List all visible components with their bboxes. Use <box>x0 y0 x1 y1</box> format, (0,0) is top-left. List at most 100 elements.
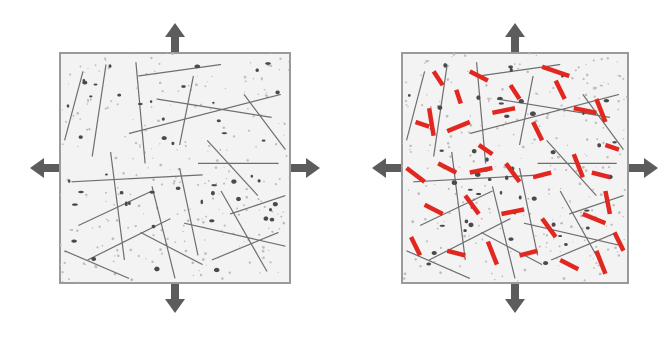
sand-grain <box>535 54 537 57</box>
steel-fiber <box>87 218 171 261</box>
aggregate-particle <box>78 135 83 139</box>
sand-grain <box>595 166 597 168</box>
sand-grain <box>113 203 116 206</box>
sand-grain <box>549 91 551 93</box>
sand-grain <box>265 94 269 98</box>
sand-grain <box>204 239 206 241</box>
highlighted-fiber-segment <box>469 165 493 175</box>
sand-grain <box>288 176 290 179</box>
sand-grain <box>439 271 442 275</box>
sand-grain <box>460 131 463 134</box>
aggregate-particle <box>211 184 218 187</box>
sand-grain <box>585 63 587 66</box>
sand-grain <box>566 144 569 146</box>
sand-grain <box>94 64 97 67</box>
aggregate-particle <box>213 267 220 273</box>
sand-grain <box>69 73 72 76</box>
steel-fiber <box>206 139 259 197</box>
sand-grain <box>592 59 595 62</box>
sand-grain <box>462 201 465 204</box>
sand-grain <box>513 63 516 65</box>
sand-grain <box>612 204 615 207</box>
sand-grain <box>86 128 89 131</box>
sand-grain <box>572 241 574 243</box>
sand-grain <box>623 129 625 131</box>
highlighted-fiber-segment <box>612 231 626 252</box>
sand-grain <box>402 177 404 180</box>
sand-grain <box>528 53 531 55</box>
sand-grain <box>135 174 138 177</box>
sand-grain <box>489 97 492 100</box>
sand-grain <box>117 254 120 258</box>
sand-grain <box>268 227 270 229</box>
highlighted-fiber-segment <box>414 119 430 129</box>
sand-grain <box>139 145 141 148</box>
sand-grain <box>202 221 205 224</box>
sand-grain <box>555 136 558 140</box>
sand-grain <box>565 169 568 172</box>
sand-grain <box>616 251 619 253</box>
aggregate-particle <box>175 186 181 191</box>
sand-grain <box>122 172 125 175</box>
sand-grain <box>260 77 264 80</box>
aggregate-particle <box>498 102 504 105</box>
aggregate-particle <box>212 101 215 104</box>
sand-grain <box>269 64 273 67</box>
sand-grain <box>584 169 588 172</box>
sand-grain <box>208 144 211 148</box>
sand-grain <box>436 227 439 230</box>
aggregate-particle <box>210 191 215 196</box>
sand-grain <box>288 61 290 63</box>
sand-grain <box>87 98 89 101</box>
aggregate-particle <box>509 68 513 72</box>
sand-grain <box>129 248 133 252</box>
sand-grain <box>258 233 261 236</box>
sand-grain <box>151 260 154 264</box>
sand-grain <box>601 84 603 87</box>
aggregate-particle <box>463 229 467 233</box>
sand-grain <box>602 141 605 145</box>
sand-grain <box>278 69 281 71</box>
sand-grain <box>535 92 538 95</box>
highlighted-fiber-segment <box>581 211 607 226</box>
sand-grain <box>188 157 191 160</box>
sand-grain <box>489 211 491 214</box>
sand-grain <box>557 155 560 159</box>
sand-grain <box>601 166 605 169</box>
sand-grain <box>557 264 560 267</box>
aggregate-particle <box>487 178 492 181</box>
aggregate-particle <box>82 78 86 83</box>
sand-grain <box>560 104 563 107</box>
steel-fiber <box>64 71 84 141</box>
sand-grain <box>77 145 79 148</box>
sand-grain <box>446 142 450 145</box>
sand-grain <box>596 138 599 141</box>
sand-grain <box>569 201 571 204</box>
sand-grain <box>582 166 585 169</box>
steel-fiber <box>496 98 611 118</box>
steel-fiber <box>230 195 286 215</box>
steel-fiber <box>491 186 516 279</box>
sand-grain <box>132 119 134 121</box>
sand-grain <box>187 84 190 87</box>
sand-grain <box>436 222 439 224</box>
sand-grain <box>445 114 449 118</box>
sand-grain <box>402 165 403 167</box>
aggregate-particle <box>564 243 568 246</box>
sand-grain <box>150 106 153 108</box>
sand-grain <box>261 249 265 253</box>
sand-grain <box>218 209 220 211</box>
aggregate-particle <box>518 195 522 200</box>
sand-grain <box>280 215 283 218</box>
aggregate-particle <box>250 174 254 178</box>
sand-grain <box>570 225 573 229</box>
highlighted-fiber-segment <box>477 143 494 157</box>
sand-grain <box>236 207 239 210</box>
sand-grain <box>104 191 107 194</box>
sand-grain <box>170 104 172 106</box>
sand-grain <box>71 118 73 120</box>
sand-grain <box>174 241 177 244</box>
sand-grain <box>617 108 620 111</box>
sand-grain <box>98 225 101 228</box>
sand-grain <box>207 150 209 152</box>
